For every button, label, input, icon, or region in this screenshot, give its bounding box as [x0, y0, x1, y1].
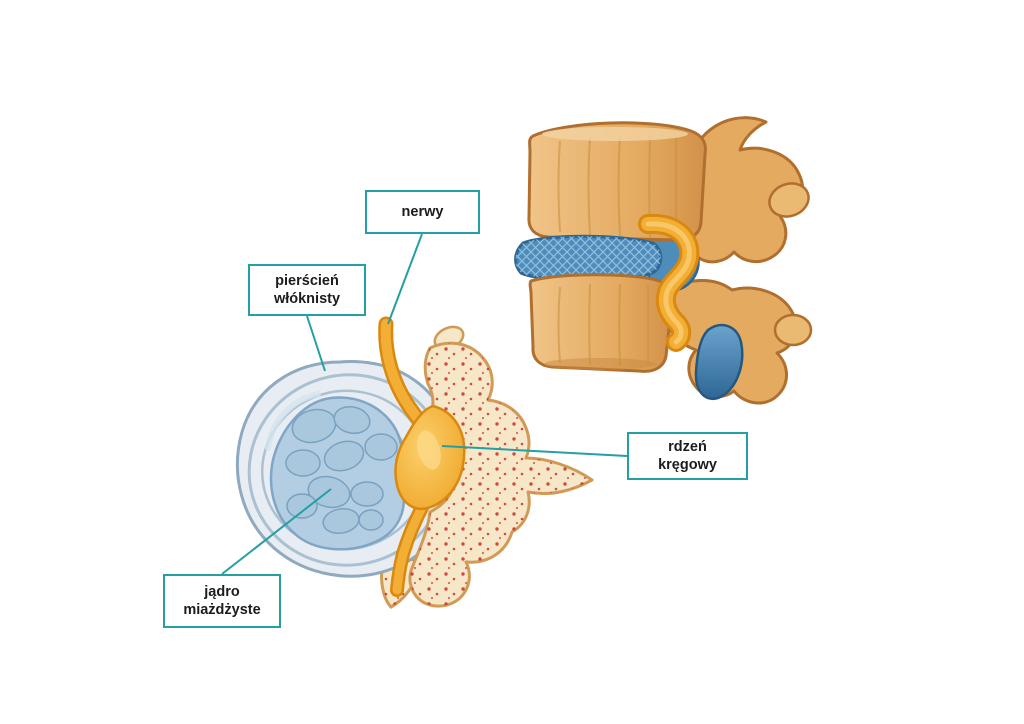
- endplate-shadow-lower: [544, 358, 656, 370]
- articular-knob-lower: [773, 313, 813, 347]
- label-pierscien-line1: pierścień: [275, 272, 339, 289]
- label-rdzen-line1: rdzeń: [668, 438, 707, 455]
- annulus-highlight: [265, 391, 321, 451]
- label-pierscien-wloknisty: pierścień włóknisty: [248, 264, 366, 316]
- leader-lines: [221, 233, 628, 575]
- nerve-root-lateral: [638, 213, 700, 352]
- vertebral-body-lower-texture: [557, 283, 649, 367]
- leader-nerwy: [387, 233, 423, 325]
- label-rdzen-line2: kręgowy: [658, 457, 717, 473]
- vertebral-body-upper: [527, 121, 707, 242]
- nucleus-lobules: [285, 405, 398, 534]
- label-nerwy: nerwy: [365, 190, 480, 234]
- disc-lateral-hatch: [515, 236, 661, 281]
- label-jadro-miazdzyste: jądro miażdżyste: [163, 574, 281, 628]
- label-nerwy-text: nerwy: [401, 203, 444, 220]
- process-blue-teardrop: [694, 323, 744, 401]
- endplate-highlight-upper: [542, 127, 688, 141]
- label-jadro-line1: jądro: [204, 583, 240, 600]
- vertebral-body-lower: [528, 273, 674, 373]
- vertebrae-lateral-view: [514, 116, 813, 405]
- leader-rdzen: [441, 445, 628, 457]
- leader-pierscien: [306, 315, 326, 372]
- spinal-cord: [378, 316, 466, 597]
- label-jadro-line2: miażdżyste: [183, 602, 261, 618]
- articular-knob-upper: [768, 182, 810, 218]
- label-rdzen-kregowy: rdzeń kręgowy: [627, 432, 748, 480]
- leader-jadro: [221, 488, 332, 575]
- vertebral-arch-speckles: [409, 343, 592, 607]
- label-pierscien-line2: włóknisty: [273, 291, 341, 307]
- disc-axial-view: [235, 316, 594, 609]
